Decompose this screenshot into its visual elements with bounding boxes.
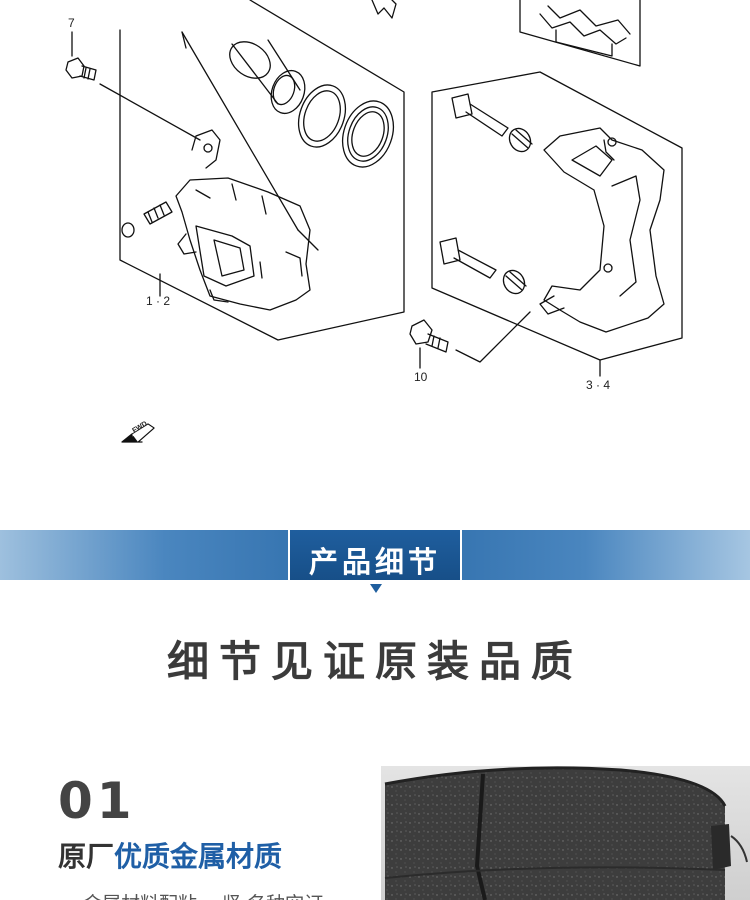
guide-pins <box>439 93 533 295</box>
chevron-down-icon <box>370 584 382 593</box>
feature-title-blue: 优质金属材质 <box>114 840 283 873</box>
brake-pad-photo <box>381 766 750 900</box>
section-banner: 产品细节 <box>0 530 750 580</box>
fwd-arrow-icon <box>121 423 155 443</box>
feature-description: … 金属材料配粘… 坚 名种空订 <box>58 889 323 900</box>
brake-pad-image <box>381 766 750 900</box>
brake-bracket <box>539 127 665 333</box>
feature-title: 原厂优质金属材质 <box>58 835 282 875</box>
callout-3-4: 3 · 4 <box>586 378 611 392</box>
diagram-drawing <box>65 0 683 443</box>
bracket-box <box>431 71 683 361</box>
feature-title-dark: 原厂 <box>58 840 115 873</box>
banner-tab: 产品细节 <box>288 530 462 580</box>
feature-number: 01 <box>58 772 136 830</box>
caliper-body <box>175 129 311 311</box>
page-headline: 细节见证原装品质 <box>166 637 583 686</box>
bolt-7 <box>65 31 201 141</box>
piston <box>229 39 306 115</box>
bolt-10 <box>409 311 531 363</box>
callout-7: 7 <box>68 16 75 30</box>
piston-seals <box>297 84 395 168</box>
callout-1-2: 1 · 2 <box>146 294 171 308</box>
exploded-parts-diagram: 7 1 · 2 10 3 · 4 FWD <box>65 0 683 443</box>
banner-title: 产品细节 <box>308 545 441 579</box>
bleeder-screw <box>121 201 173 238</box>
top-bracket-partial <box>371 0 641 67</box>
caliper-box <box>119 0 405 341</box>
callout-10: 10 <box>414 370 428 384</box>
